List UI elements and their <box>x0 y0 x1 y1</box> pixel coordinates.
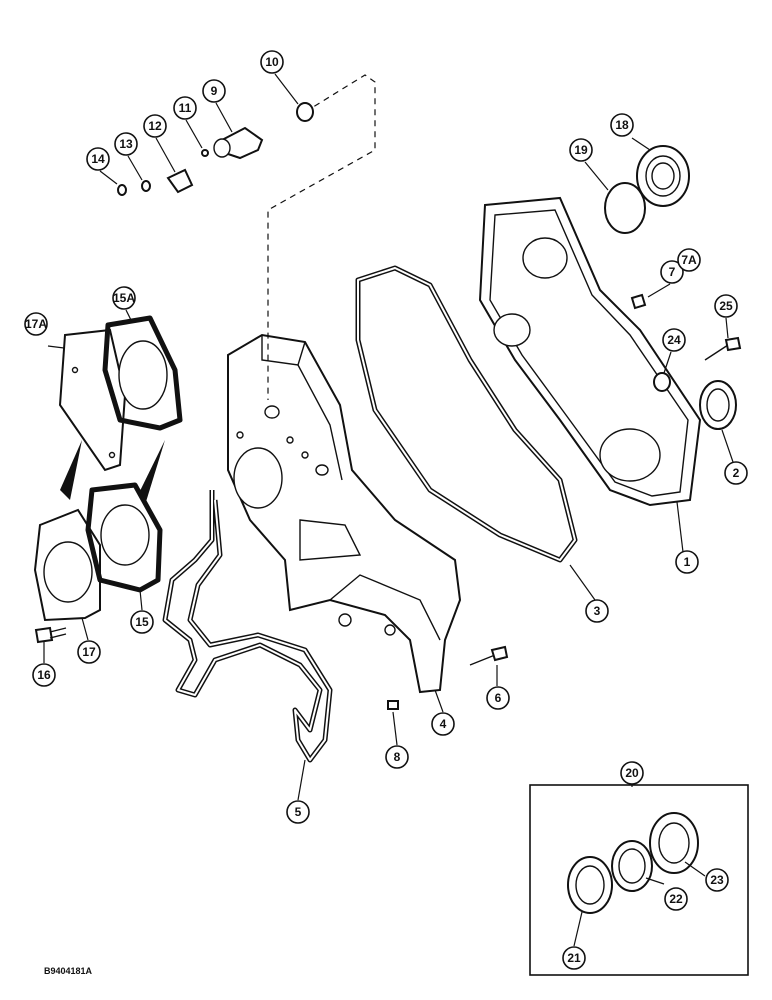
callout-19: 19 <box>569 138 593 162</box>
callout-21: 21 <box>562 946 586 970</box>
callout-23: 23 <box>705 868 729 892</box>
kit-sleeve-part-22 <box>611 840 653 892</box>
front-cover-part-1 <box>478 196 702 507</box>
callout-24: 24 <box>662 328 686 352</box>
callout-17: 17 <box>77 640 101 664</box>
callout-25: 25 <box>714 294 738 318</box>
kit-seal-part-23 <box>649 812 699 874</box>
o-ring-part-13 <box>141 180 151 192</box>
ring-part-14 <box>117 184 127 196</box>
callout-14-label: 14 <box>91 152 105 166</box>
callout-4-label: 4 <box>440 717 447 731</box>
callout-17a: 17A <box>24 312 48 336</box>
callout-22-label: 22 <box>669 892 683 906</box>
callout-13-label: 13 <box>119 137 133 151</box>
plug-part-12 <box>166 168 194 194</box>
accessory-cover-part-17 <box>33 508 101 622</box>
callout-24-label: 24 <box>667 333 681 347</box>
seal-ring-part-10 <box>296 102 314 122</box>
callout-3-label: 3 <box>594 604 601 618</box>
callout-22: 22 <box>664 887 688 911</box>
figure-code: B9404181A <box>44 966 93 976</box>
callout-12: 12 <box>143 114 167 138</box>
capscrew-part-7 <box>630 293 647 310</box>
callout-18: 18 <box>610 113 634 137</box>
callout-12-label: 12 <box>148 119 162 133</box>
wear-ring-part-19 <box>604 182 646 234</box>
callout-23-label: 23 <box>710 873 724 887</box>
alignment-dashed-line <box>267 74 376 400</box>
callout-21-label: 21 <box>567 951 581 965</box>
callout-15: 15 <box>130 610 154 634</box>
callout-1: 1 <box>675 550 699 574</box>
callout-16: 16 <box>32 663 56 687</box>
callout-9-label: 9 <box>211 84 218 98</box>
callout-17-label: 17 <box>82 645 96 659</box>
accessory-gasket-part-15 <box>85 482 163 593</box>
bolt-part-6 <box>469 645 509 666</box>
plug-part-24 <box>653 372 671 392</box>
callout-3: 3 <box>585 599 609 623</box>
callout-2-label: 2 <box>733 466 740 480</box>
arrow-17a-to-17 <box>60 440 82 500</box>
arrow-15a-to-15 <box>138 440 165 505</box>
callout-7a: 7A <box>677 248 701 272</box>
front-plate-part-4 <box>227 333 462 694</box>
callout-1-label: 1 <box>684 555 691 569</box>
callout-5-label: 5 <box>295 805 302 819</box>
screw-part-11 <box>201 149 209 157</box>
callout-11-label: 11 <box>179 101 192 115</box>
callout-2: 2 <box>724 461 748 485</box>
callout-13: 13 <box>114 132 138 156</box>
callout-11: 11 <box>173 96 197 120</box>
callout-18-label: 18 <box>615 118 629 132</box>
callout-17a-label: 17A <box>25 317 47 331</box>
capscrew-part-16 <box>34 626 67 644</box>
kit-seal-part-21 <box>567 856 613 914</box>
callout-16-label: 16 <box>37 668 51 682</box>
callout-4: 4 <box>431 712 455 736</box>
plate-gasket-part-15a <box>102 315 183 431</box>
bolt-part-25 <box>704 336 742 361</box>
callout-15a: 15A <box>112 286 136 310</box>
leader-lines <box>43 73 734 947</box>
dowel-part-8 <box>387 700 399 710</box>
callout-6: 6 <box>486 686 510 710</box>
callout-19-label: 19 <box>574 143 588 157</box>
callout-5: 5 <box>286 800 310 824</box>
seal-kit-box-part-20 <box>529 784 749 976</box>
seal-part-2 <box>699 380 737 430</box>
callout-8: 8 <box>385 745 409 769</box>
fitting-part-9 <box>213 126 264 160</box>
callout-20-label: 20 <box>625 766 639 780</box>
callout-8-label: 8 <box>394 750 401 764</box>
callout-10: 10 <box>260 50 284 74</box>
callout-7: 7 <box>660 260 684 284</box>
callout-7-label: 7 <box>669 265 676 279</box>
callout-15-label: 15 <box>135 615 149 629</box>
crankshaft-seal-part-18 <box>636 145 690 207</box>
callout-25-label: 25 <box>719 299 733 313</box>
callout-7a-label: 7A <box>681 253 697 267</box>
callout-6-label: 6 <box>495 691 502 705</box>
callout-14: 14 <box>86 147 110 171</box>
callout-15a-label: 15A <box>113 291 135 305</box>
lower-gasket-part-5 <box>162 490 333 763</box>
callout-20: 20 <box>620 761 644 785</box>
cover-gasket-part-3 <box>355 265 578 563</box>
callout-9: 9 <box>202 79 226 103</box>
callout-10-label: 10 <box>265 55 279 69</box>
